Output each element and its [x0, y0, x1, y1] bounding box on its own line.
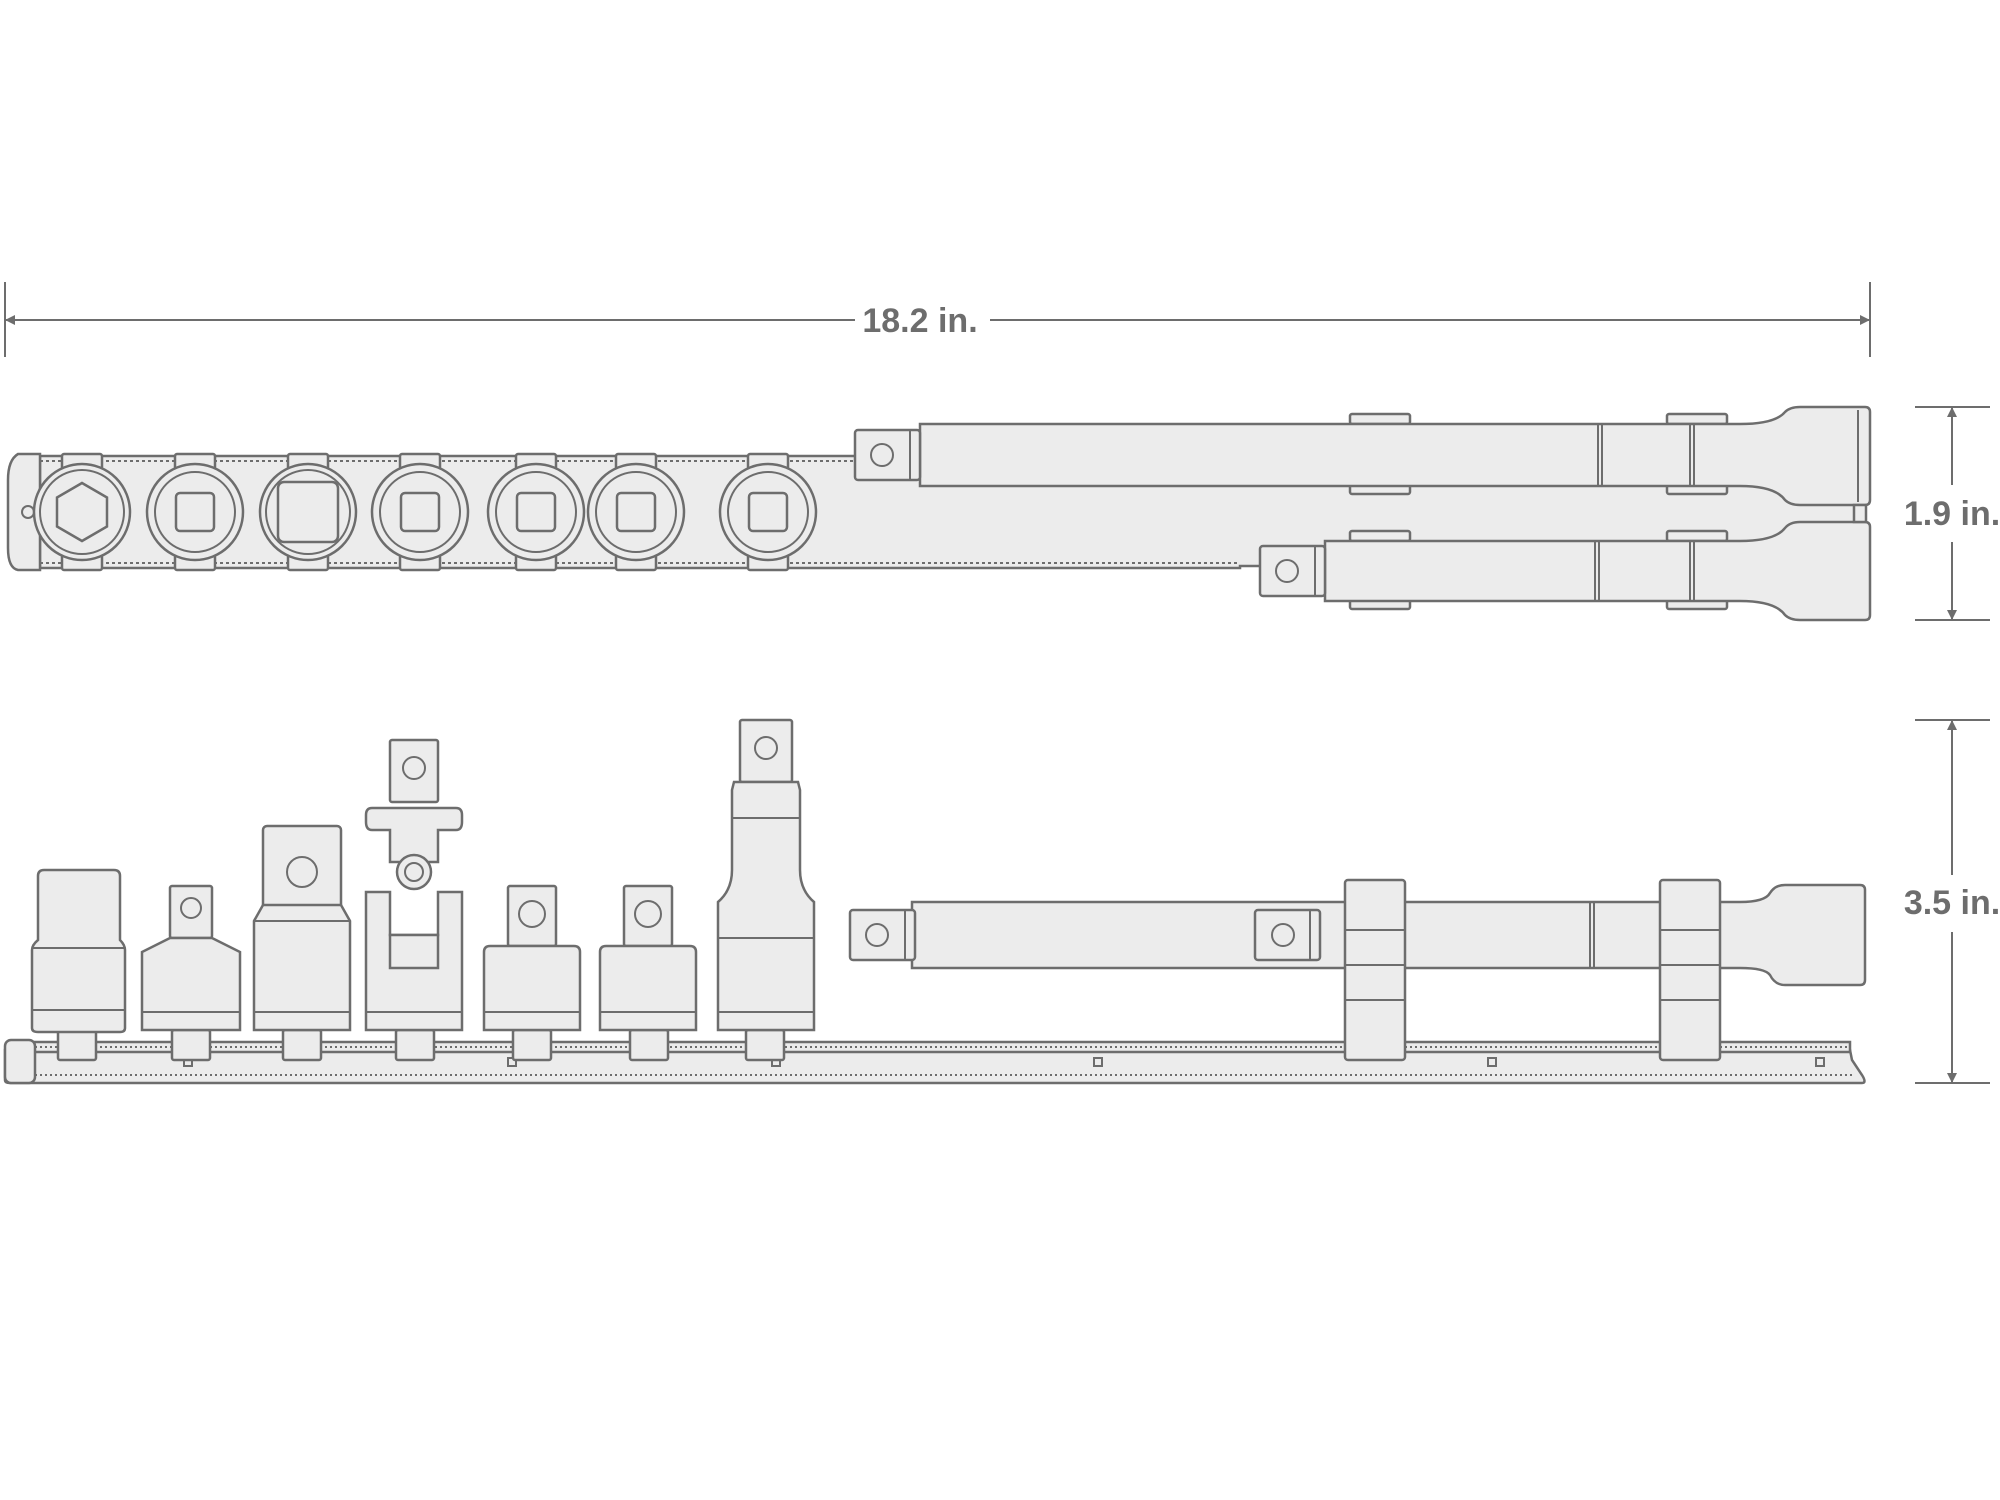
adapter-side-3: [482, 884, 582, 1032]
top-height-dimension: 1.9 in.: [1904, 406, 2000, 621]
adapter-socket-5: [586, 462, 686, 562]
width-label: 18.2 in.: [862, 302, 977, 340]
bottom-height-label: 3.5 in.: [1904, 884, 2000, 922]
bar-clip-2: [1658, 878, 1722, 1062]
adapter-socket-4: [486, 462, 586, 562]
hex-socket: [32, 462, 132, 562]
top-sockets: [32, 462, 818, 562]
arrow-down-icon: [1947, 610, 1957, 620]
adapter-socket-1: [145, 462, 245, 562]
arrow-down-icon: [1947, 1073, 1957, 1083]
adapter-socket-6: [718, 462, 818, 562]
hexagon-icon: [55, 481, 109, 543]
side-extensions: [848, 878, 1867, 1062]
adapter-side-1: [140, 884, 242, 1032]
long-extension-top-view: [853, 405, 1872, 507]
top-height-label: 1.9 in.: [1904, 495, 2000, 533]
arrow-left-icon: [5, 315, 15, 325]
bottom-height-dimension: 3.5 in.: [1904, 719, 2000, 1084]
adapter-side-4: [598, 884, 698, 1032]
arrow-up-icon: [1947, 720, 1957, 730]
hex-socket-side: [30, 868, 127, 1034]
short-extension-side: [716, 718, 816, 1032]
adapter-side-2: [252, 824, 352, 1032]
adapter-socket-3: [370, 462, 470, 562]
width-dimension: 18.2 in.: [4, 282, 1871, 357]
bar-clip-1: [1343, 878, 1407, 1062]
arrow-right-icon: [1860, 315, 1870, 325]
adapter-socket-2: [258, 462, 358, 562]
universal-joint-side: [364, 738, 464, 1032]
arrow-up-icon: [1947, 407, 1957, 417]
side-adapters: [30, 718, 816, 1034]
short-extension-top-view: [1258, 503, 1872, 622]
